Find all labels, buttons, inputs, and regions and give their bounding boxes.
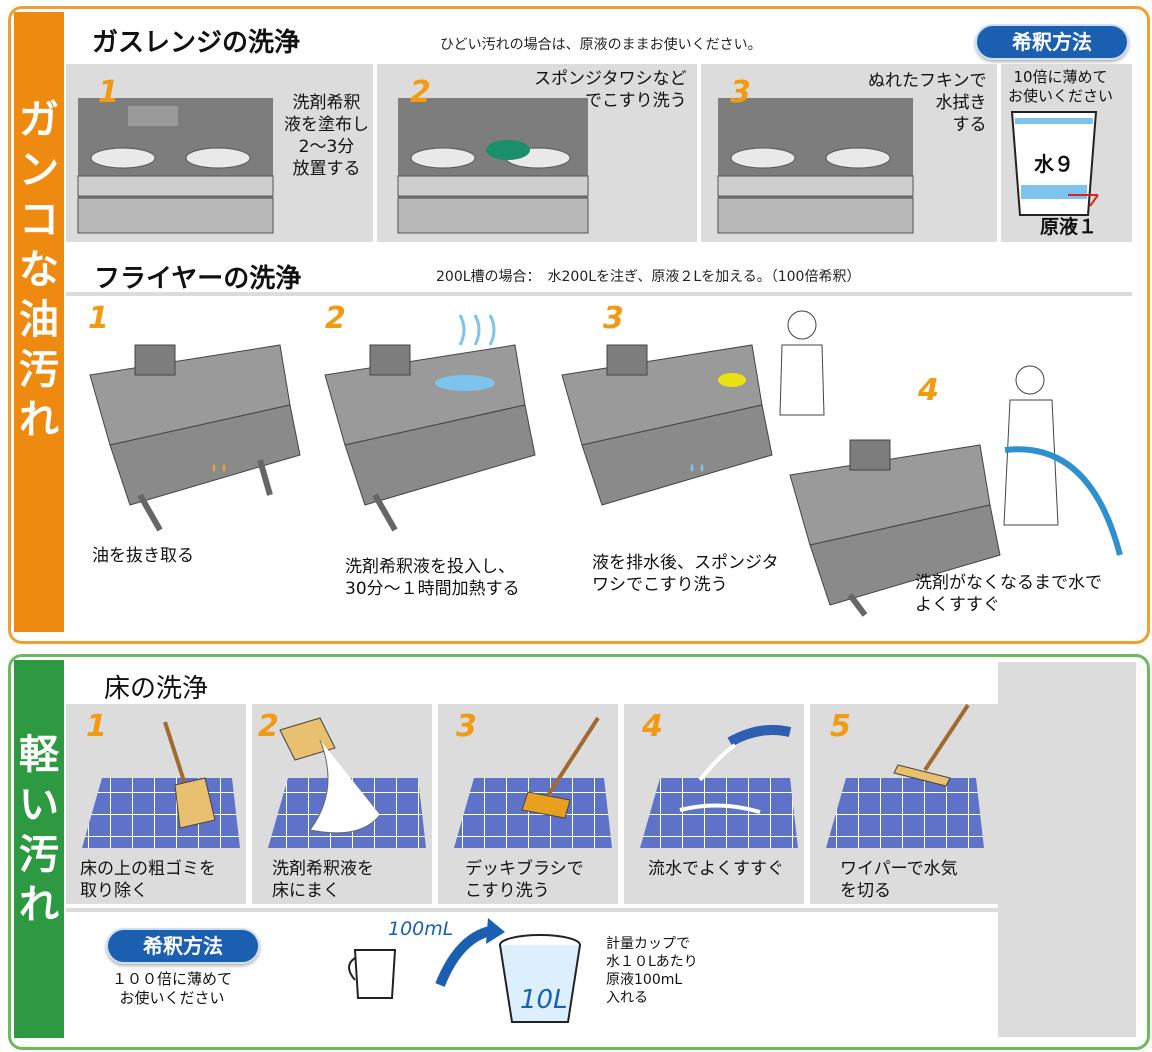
gas-dilution-line-2: お使いください xyxy=(1008,87,1114,105)
gas-water-ratio: 水９ xyxy=(1034,152,1074,176)
fryer-title: フライヤーの洗浄 xyxy=(94,264,302,294)
fryer-step-2-number: 2 xyxy=(325,301,346,336)
floor-step-3-line-1: デッキブラシで xyxy=(465,859,584,879)
floor-step-2-line-1: 洗剤希釈液を xyxy=(272,859,374,879)
gas-dilution-text: 10倍に薄めてお使いください xyxy=(1008,68,1113,106)
heavy-grime-label-char-6: 汚 xyxy=(19,347,59,393)
heavy-grime-label-char-4: な xyxy=(19,247,59,293)
gas-step-3-line-3: する xyxy=(952,115,987,135)
gas-step-1-line-3: 2～3分 xyxy=(298,137,355,157)
floor-dilution-badge: 希釈方法 xyxy=(106,928,260,964)
floor-dilution-instructions: 計量カップで水１０Lあたり原液100mL 入れる xyxy=(606,935,698,1007)
fryer-step-3-caption: 液を排水後、スポンジタワシでこすり洗う xyxy=(592,552,779,596)
fryer-divider xyxy=(66,292,1132,296)
fryer-step-4-line-1: 洗剤がなくなるまで水で xyxy=(915,573,1102,593)
floor-step-4-caption: 流水でよくすすぐ xyxy=(648,858,784,880)
gas-step-2-line-1: スポンジタワシなど xyxy=(534,69,687,89)
fryer-step-2-caption: 洗剤希釈液を投入し、30分～１時間加熱する xyxy=(345,556,520,600)
floor-step-4-number: 4 xyxy=(642,709,663,744)
floor-blank-area xyxy=(998,662,1136,1037)
floor-step-1-number: 1 xyxy=(86,709,107,744)
heavy-grime-stripe xyxy=(14,12,64,632)
floor-dilution-line-1: １００倍に薄めて xyxy=(112,970,233,988)
floor-step-3-caption: デッキブラシでこすり洗う xyxy=(465,858,584,902)
light-dirt-stripe xyxy=(14,660,64,1038)
gas-step-2-number: 2 xyxy=(410,75,431,110)
gas-step-3-caption: ぬれたフキンで水拭きする xyxy=(868,70,987,136)
fryer-step-3-line-1: 液を排水後、スポンジタ xyxy=(592,553,779,573)
heavy-grime-label-char-3: コ xyxy=(19,197,59,243)
floor-instruction-line-2: 水１０Lあたり xyxy=(606,954,698,970)
floor-step-5-number: 5 xyxy=(830,709,851,744)
floor-step-2-caption: 洗剤希釈液を床にまく xyxy=(272,858,374,902)
gas-range-title: ガスレンジの洗浄 xyxy=(92,28,301,58)
fryer-step-1-caption: 油を抜き取る xyxy=(92,545,194,567)
light-dirt-label: 軽い汚れ xyxy=(14,730,64,930)
gas-step-3-number: 3 xyxy=(730,75,751,110)
floor-divider xyxy=(66,908,998,912)
heavy-grime-label-char-1: ガ xyxy=(19,97,59,143)
floor-instruction-line-3: 原液100mL xyxy=(606,972,683,988)
gas-step-1-line-2: 液を塗布し xyxy=(284,115,369,135)
floor-dilution-line-2: お使いください xyxy=(119,989,225,1007)
gas-step-3-line-1: ぬれたフキンで xyxy=(868,71,987,91)
fryer-step-4-caption: 洗剤がなくなるまで水でよくすすぐ xyxy=(915,572,1102,616)
floor-step-2-line-2: 床にまく xyxy=(272,881,340,901)
fryer-step-4-number: 4 xyxy=(918,373,939,408)
gas-step-2-caption: スポンジタワシなどでこすり洗う xyxy=(534,68,687,112)
heavy-grime-label-char-2: ン xyxy=(19,147,59,193)
floor-step-1-line-1: 床の上の粗ゴミを xyxy=(80,859,216,879)
heavy-grime-label: ガンコな油汚れ xyxy=(14,95,64,445)
light-dirt-label-char-4: れ xyxy=(19,882,59,928)
light-dirt-label-char-3: 汚 xyxy=(19,832,59,878)
heavy-grime-label-char-7: れ xyxy=(19,397,59,443)
gas-step-1-number: 1 xyxy=(98,75,119,110)
floor-title: 床の洗浄 xyxy=(104,674,209,704)
bucket-amount: 10L xyxy=(520,985,568,1015)
fryer-step-1-number: 1 xyxy=(88,301,109,336)
heavy-grime-label-char-5: 油 xyxy=(19,297,59,343)
gas-step-1-line-1: 洗剤希釈 xyxy=(292,93,361,113)
fryer-step-4-line-2: よくすすぐ xyxy=(915,595,1000,615)
fryer-step-1-line-1: 油を抜き取る xyxy=(92,546,194,566)
gas-step-2-line-2: でこすり洗う xyxy=(585,91,687,111)
fryer-step-2-line-2: 30分～１時間加熱する xyxy=(345,579,520,599)
floor-dilution-text: １００倍に薄めてお使いください xyxy=(112,970,232,1008)
gas-step-1-line-4: 放置する xyxy=(292,159,361,179)
gas-concentrate-ratio: 原液１ xyxy=(1040,216,1098,238)
fryer-step-2-line-1: 洗剤希釈液を投入し、 xyxy=(345,557,515,577)
floor-instruction-line-1: 計量カップで xyxy=(606,936,690,952)
floor-step-1-line-2: 取り除く xyxy=(80,881,148,901)
gas-dilution-line-1: 10倍に薄めて xyxy=(1013,68,1108,86)
cup-amount: 100mL xyxy=(388,918,454,940)
floor-step-5-line-1: ワイパーで水気 xyxy=(840,859,958,879)
floor-step-1-caption: 床の上の粗ゴミを取り除く xyxy=(80,858,216,902)
gas-step-3-line-2: 水拭き xyxy=(935,93,987,113)
floor-step-3-line-2: こすり洗う xyxy=(465,881,550,901)
fryer-note: 200L槽の場合： 水200Lを注ぎ、原液２Lを加える。（100倍希釈） xyxy=(436,269,861,285)
floor-step-5-line-2: を切る xyxy=(840,881,891,901)
fryer-step-3-line-2: ワシでこすり洗う xyxy=(592,575,728,595)
light-dirt-label-char-1: 軽 xyxy=(19,732,59,778)
floor-instruction-line-4: 入れる xyxy=(606,990,648,1006)
floor-step-4-line-1: 流水でよくすすぐ xyxy=(648,859,784,879)
floor-step-2-number: 2 xyxy=(258,709,279,744)
floor-step-5-caption: ワイパーで水気を切る xyxy=(840,858,958,902)
fryer-step-3-number: 3 xyxy=(603,301,624,336)
gas-range-note: ひどい汚れの場合は、原液のままお使いください。 xyxy=(440,37,762,53)
light-dirt-label-char-2: い xyxy=(19,782,59,828)
floor-step-3-number: 3 xyxy=(456,709,477,744)
gas-dilution-badge: 希釈方法 xyxy=(975,24,1129,60)
